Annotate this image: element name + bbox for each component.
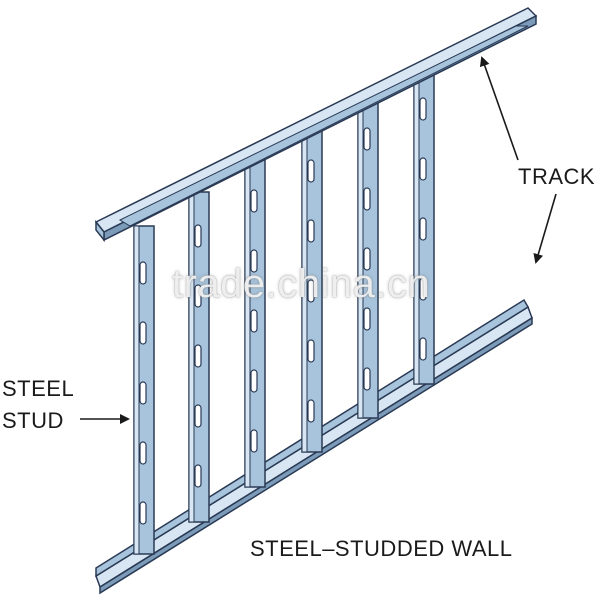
steel-stud	[301, 129, 323, 453]
track-arrow-top	[479, 56, 519, 161]
steel-stud	[133, 225, 155, 555]
steel-stud	[357, 99, 379, 419]
watermark: trade.china.cn	[172, 262, 431, 306]
diagram-caption: STEEL–STUDDED WALL	[250, 536, 513, 561]
steel-stud	[413, 71, 435, 385]
steel-stud-label-line2: STUD	[2, 408, 64, 433]
track-label: TRACK	[518, 164, 596, 189]
steel-stud	[244, 159, 266, 488]
steel-stud-label-line1: STEEL	[2, 376, 75, 401]
steel-studs	[133, 71, 435, 555]
top-track	[94, 7, 538, 243]
steel-stud	[188, 191, 210, 523]
track-arrow-bottom	[533, 193, 557, 264]
